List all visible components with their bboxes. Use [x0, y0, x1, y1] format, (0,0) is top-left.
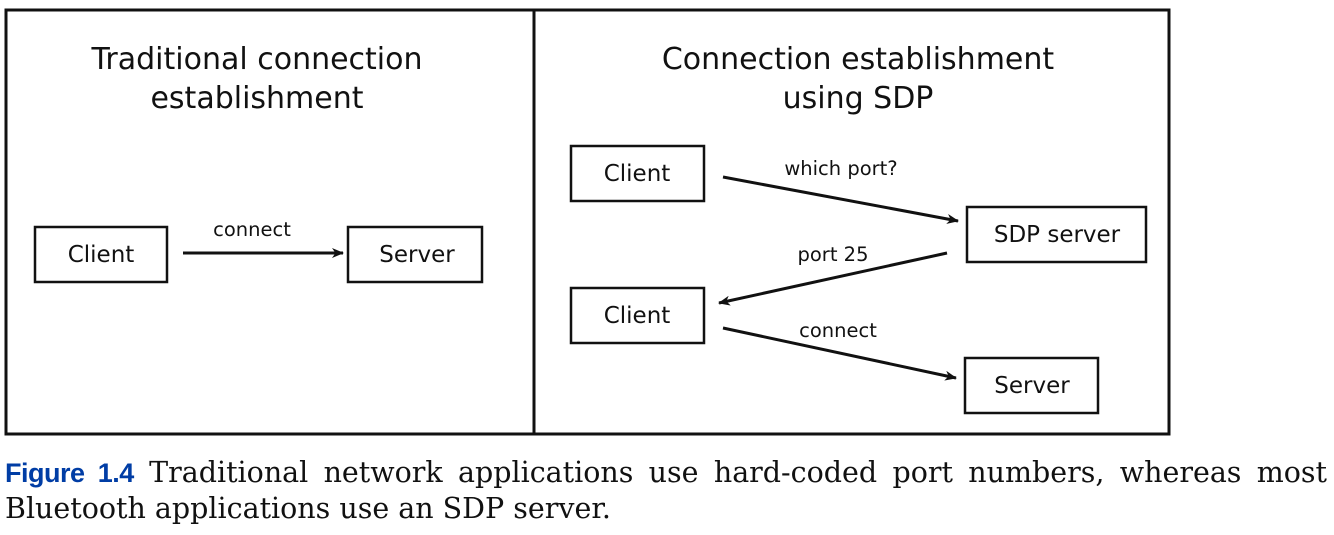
left-panel-title-line1: Traditional connection: [90, 42, 422, 77]
left-server-box: [346, 225, 484, 284]
left-panel-title-line2: establishment: [150, 81, 363, 116]
right-server-box: [963, 356, 1100, 415]
right-client-top-label: Client: [604, 161, 671, 187]
left-server-label: Server: [379, 242, 455, 268]
caption-text: Traditional network applications use har…: [5, 456, 1327, 525]
right-panel-title-line1: Connection establishment: [662, 42, 1055, 77]
sdp-server-label: SDP server: [994, 222, 1121, 248]
figure-caption: Figure 1.4 Traditional network applicati…: [5, 455, 1327, 527]
right-panel: Connection establishment using SDP Clien…: [569, 42, 1148, 415]
port-reply-label: port 25: [798, 243, 869, 266]
figure-number: Figure 1.4: [5, 458, 134, 488]
right-connect-arrow: [722, 326, 957, 381]
right-client-top-box: [569, 144, 706, 203]
sdp-server-box: [965, 205, 1148, 264]
right-connect-label: connect: [799, 319, 877, 342]
right-client-bottom-box: [569, 286, 706, 345]
which-port-arrow: [722, 175, 959, 224]
which-port-label: which port?: [784, 157, 897, 180]
left-panel: Traditional connection establishment Cli…: [33, 42, 484, 284]
left-connect-label: connect: [213, 218, 291, 241]
figure-frame: [4, 8, 1171, 436]
left-client-box: [33, 225, 169, 284]
left-client-label: Client: [68, 242, 135, 268]
right-client-bottom-label: Client: [604, 303, 671, 329]
right-panel-title-line2: using SDP: [783, 81, 934, 116]
right-server-label: Server: [994, 373, 1070, 399]
port-reply-arrow: [718, 251, 948, 306]
